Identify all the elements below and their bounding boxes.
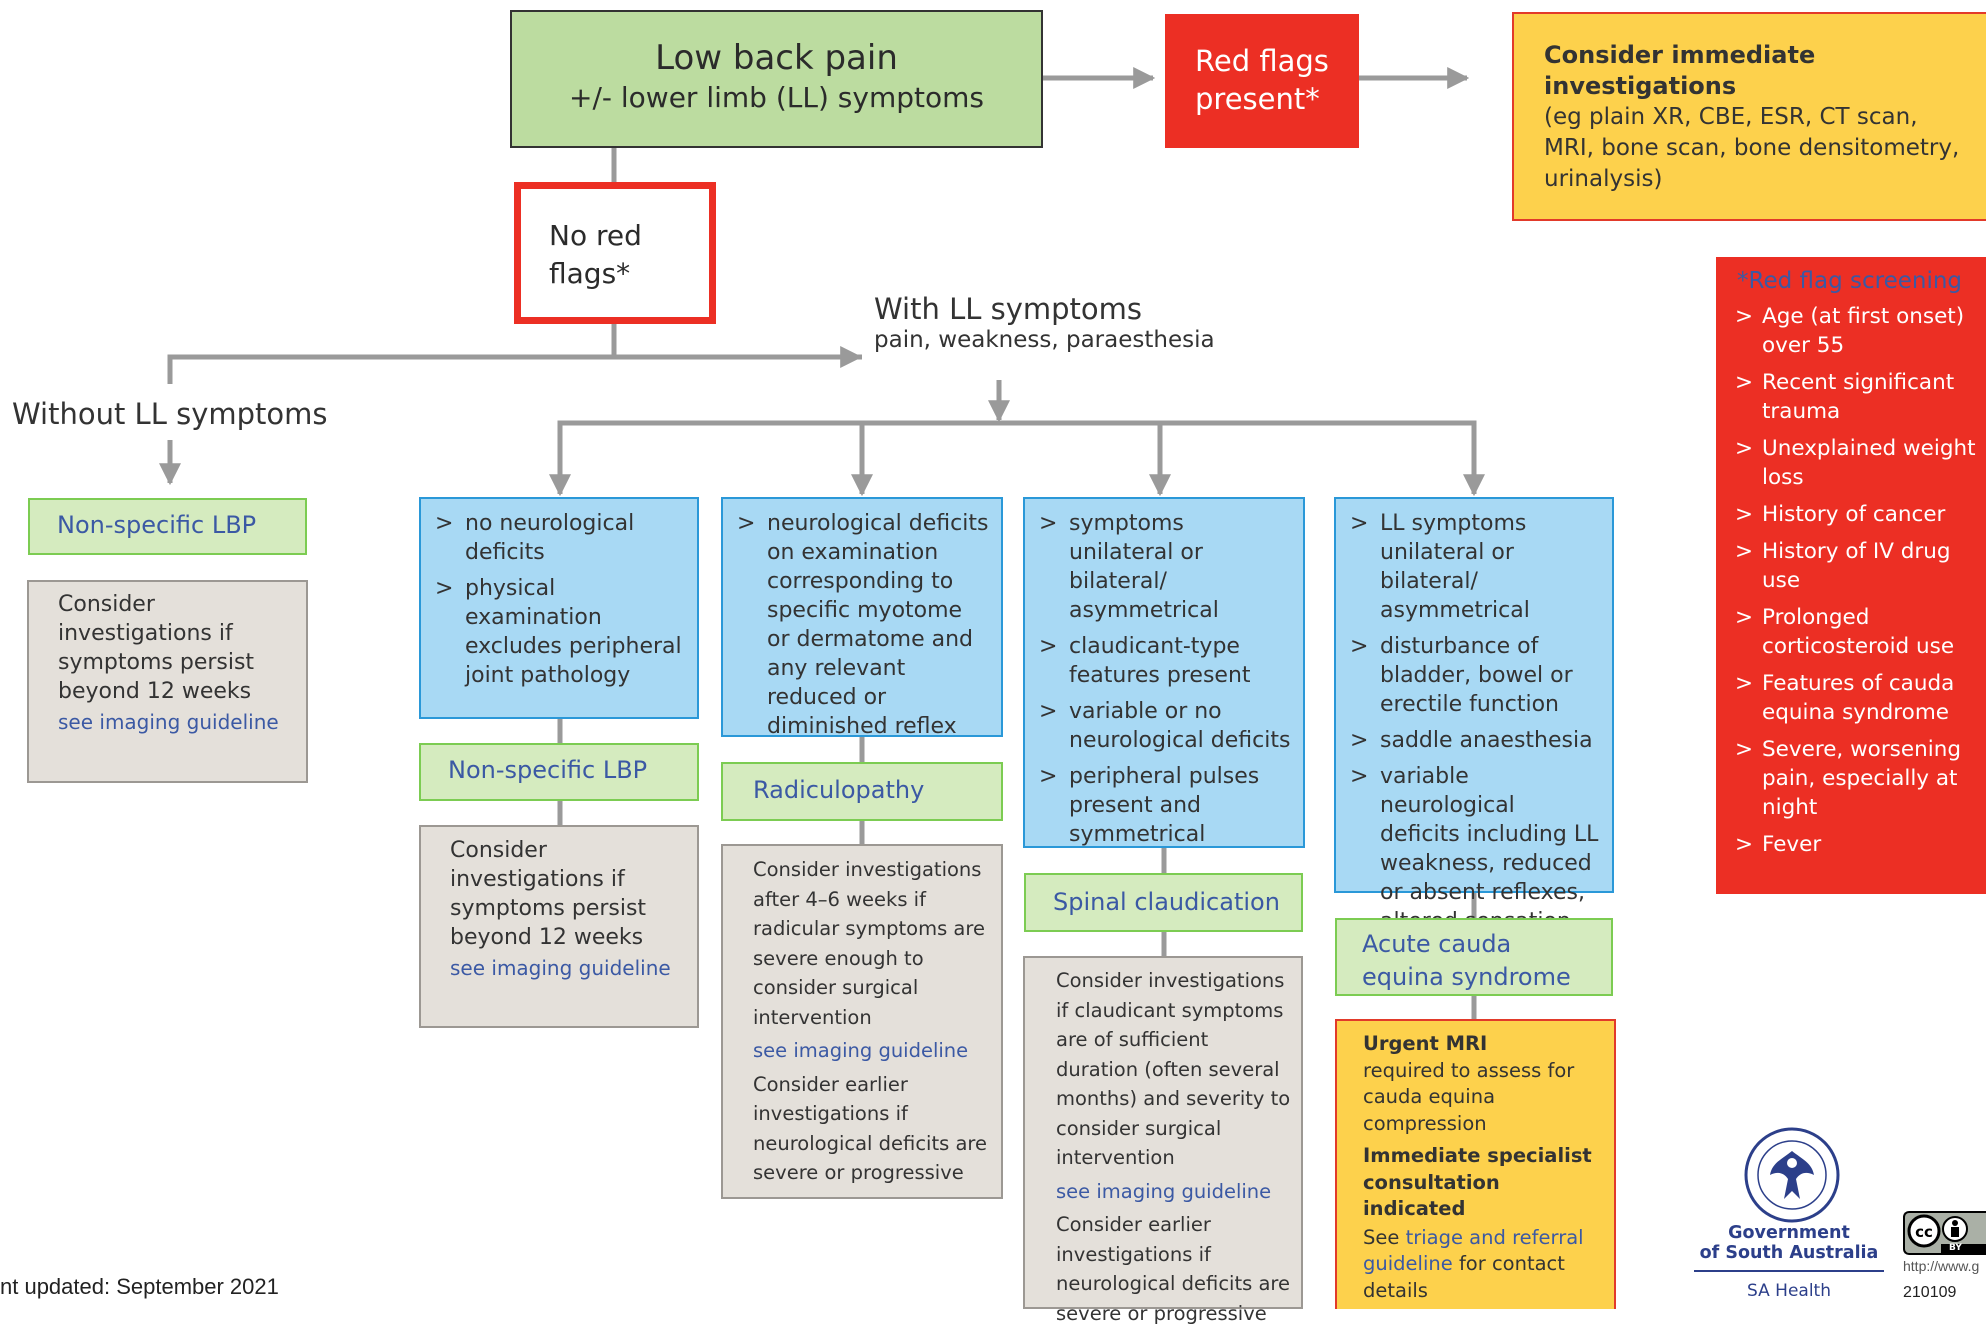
no-red-flags-line1: No red [549, 219, 642, 252]
claudication-imaging-link[interactable]: see imaging guideline [1056, 1179, 1272, 1203]
claudication-advice-box: Consider investigations if claudicant sy… [1023, 956, 1303, 1325]
cauda-criterion: disturbance of bladder, bowel or erectil… [1350, 632, 1600, 719]
red-flags-line1: Red flags [1195, 44, 1329, 78]
red-flag-item: Age (at first onset) over 55 [1735, 302, 1980, 360]
triage-referral-link[interactable]: triage and referral guideline [1363, 1225, 1584, 1276]
radiculopathy-advice2: Consider earlier investigations if neuro… [753, 1072, 987, 1185]
with-ll-subtitle: pain, weakness, paraesthesia [874, 327, 1215, 353]
red-flag-screening-title: *Red flag screening [1737, 268, 1963, 294]
cauda-diagnosis-line1: Acute cauda [1362, 930, 1512, 958]
cc-by-icon: cc [1907, 1214, 1986, 1255]
cauda-diagnosis-line2: equina syndrome [1362, 963, 1571, 991]
radiculopathy-imaging-link[interactable]: see imaging guideline [753, 1039, 969, 1062]
red-flags-line2: present* [1195, 82, 1320, 116]
immediate-investigations-title: Consider immediate investigations [1544, 41, 1816, 100]
gov-line1: Government [1728, 1223, 1850, 1243]
radiculopathy-advice: Consider investigations after 4–6 weeks … [753, 858, 985, 1029]
four-way-split [557, 420, 1477, 490]
claudication-criterion: claudicant-type features present [1039, 632, 1291, 690]
split-line [167, 354, 862, 384]
specialist-consultation-title: Immediate specialist consultation indica… [1363, 1144, 1592, 1220]
contact-details-text: for contact details [1363, 1252, 1565, 1302]
cauda-criteria-box: LL symptoms unilateral or bilateral/ asy… [1334, 497, 1614, 934]
claudication-criteria-box: symptoms unilateral or bilateral/ asymme… [1023, 497, 1305, 848]
red-flag-screening-box: *Red flag screening Age (at first onset)… [1716, 257, 1986, 894]
immediate-investigations-text: (eg plain XR, CBE, ESR, CT scan, MRI, bo… [1544, 104, 1960, 192]
red-flag-item: Features of cauda equina syndrome [1735, 669, 1980, 727]
license-url[interactable]: http://www.g [1903, 1258, 1980, 1274]
cauda-criterion: LL symptoms unilateral or bilateral/ asy… [1350, 509, 1600, 625]
urgent-mri-title: Urgent MRI [1363, 1032, 1488, 1055]
low-back-pain-node: Low back pain +/- lower limb (LL) sympto… [510, 10, 1043, 148]
cauda-criterion: variable neurological deficits including… [1350, 762, 1600, 936]
without-ll-diagnosis: Non-specific LBP [28, 498, 307, 555]
radiculopathy-criteria-box: neurological deficits on examination cor… [721, 497, 1003, 739]
red-flag-item: Fever [1735, 830, 1980, 859]
see-text: See [1363, 1225, 1400, 1249]
sa-health-label: SA Health [1747, 1281, 1831, 1301]
nonspecific-diagnosis: Non-specific LBP [419, 743, 699, 801]
red-flag-item: Unexplained weight loss [1735, 434, 1980, 492]
nonspecific-criterion: physical examination excludes peripheral… [435, 574, 685, 690]
without-ll-label: Without LL symptoms [12, 397, 328, 431]
gov-line2: of South Australia [1699, 1243, 1879, 1263]
urgent-mri-text: required to assess for cauda equina comp… [1363, 1058, 1575, 1135]
nonspecific-advice: Consider investigations if symptoms pers… [450, 838, 647, 950]
claudication-criterion: variable or no neurological deficits [1039, 697, 1291, 755]
with-ll-label: With LL symptoms pain, weakness, paraest… [874, 292, 1334, 353]
sa-crest-icon [1744, 1127, 1840, 1223]
government-sa-wordmark: Government of South Australia [1694, 1223, 1884, 1263]
without-ll-advice-box: Consider investigations if symptoms pers… [27, 580, 308, 783]
red-flag-item: Prolonged corticosteroid use [1735, 603, 1980, 661]
claudication-diagnosis: Spinal claudication [1024, 873, 1303, 932]
red-flag-item: Recent significant trauma [1735, 368, 1980, 426]
footer-divider [1694, 1270, 1884, 1272]
claudication-advice2: Consider earlier investigations if neuro… [1056, 1213, 1290, 1325]
document-code: 210109 [1903, 1284, 1957, 1301]
red-flags-present-node: Red flags present* [1165, 14, 1359, 148]
red-flag-item: History of IV drug use [1735, 537, 1980, 595]
nonspecific-advice-box: Consider investigations if symptoms pers… [419, 825, 699, 1028]
without-ll-imaging-link[interactable]: see imaging guideline [58, 710, 279, 734]
without-ll-advice: Consider investigations if symptoms pers… [58, 592, 255, 704]
radiculopathy-advice-box: Consider investigations after 4–6 weeks … [721, 844, 1003, 1199]
nonspecific-criterion: no neurological deficits [435, 509, 685, 567]
red-flag-item: History of cancer [1735, 500, 1980, 529]
nonspecific-imaging-link[interactable]: see imaging guideline [450, 956, 671, 980]
with-ll-title: With LL symptoms [874, 292, 1142, 326]
cauda-diagnosis: Acute cauda equina syndrome [1335, 918, 1613, 996]
radiculopathy-diagnosis: Radiculopathy [721, 762, 1003, 821]
claudication-advice: Consider investigations if claudicant sy… [1056, 969, 1291, 1169]
nonspecific-criteria-box: no neurological deficits physical examin… [419, 497, 699, 719]
radiculopathy-criterion: neurological deficits on examination cor… [737, 509, 989, 741]
low-back-pain-subtitle: +/- lower limb (LL) symptoms [569, 81, 984, 114]
triage-referral-text: See triage and referral guideline for co… [1363, 1225, 1604, 1305]
immediate-investigations-node: Consider immediate investigations (eg pl… [1512, 12, 1986, 221]
updated-date: nt updated: September 2021 [0, 1274, 279, 1299]
low-back-pain-title: Low back pain [655, 38, 898, 78]
cc-by-label: BY [1949, 1243, 1962, 1253]
claudication-criterion: symptoms unilateral or bilateral/ asymme… [1039, 509, 1291, 625]
cauda-criterion: saddle anaesthesia [1350, 726, 1600, 755]
cauda-urgent-box: Urgent MRI required to assess for cauda … [1335, 1019, 1616, 1309]
claudication-criterion: peripheral pulses present and symmetrica… [1039, 762, 1291, 849]
no-red-flags-node: No red flags* [514, 182, 716, 324]
red-flag-item: Severe, worsening pain, especially at ni… [1735, 735, 1980, 822]
cc-license-badge: cc BY [1903, 1211, 1986, 1255]
svg-text:cc: cc [1915, 1223, 1933, 1241]
no-red-flags-line2: flags* [549, 257, 631, 290]
sa-government-crest [1742, 1125, 1842, 1225]
